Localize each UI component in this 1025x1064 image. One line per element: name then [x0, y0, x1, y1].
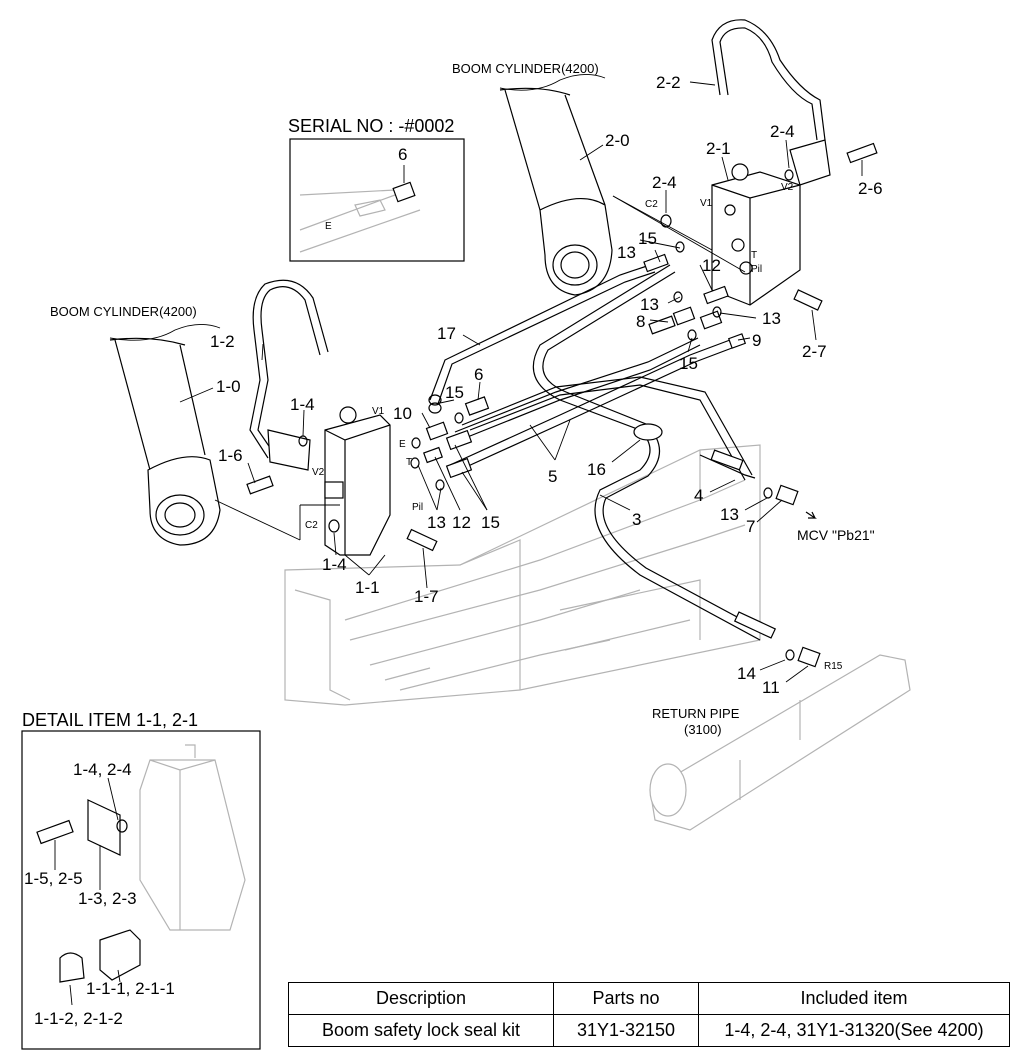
return-pipe-number: (3100) — [684, 722, 722, 737]
callout-6-inset: 6 — [398, 145, 407, 164]
detail-callout-1-4-2-4: 1-4, 2-4 — [73, 760, 132, 779]
valve-block-2-1 — [711, 139, 831, 306]
table-row: Boom safety lock seal kit 31Y1-32150 1-4… — [288, 1014, 1010, 1047]
port-e-left: E — [399, 439, 406, 450]
table-header-row: Description Parts no Included item — [288, 982, 1010, 1015]
port-pil-left: Pil — [412, 502, 423, 513]
callout-1-4-top: 1-4 — [290, 395, 315, 414]
callout-5: 5 — [548, 467, 557, 486]
callout-1-4-bot: 1-4 — [322, 555, 347, 574]
table-header-cell: Description — [288, 982, 554, 1015]
callout-2-1: 2-1 — [706, 139, 731, 158]
detail-item-title: DETAIL ITEM 1-1, 2-1 — [22, 710, 198, 730]
callout-13-e: 13 — [720, 505, 739, 524]
port-c2-right: C2 — [645, 199, 658, 210]
serial-no-title: SERIAL NO : -#0002 — [288, 116, 454, 136]
callout-15-a: 15 — [638, 229, 657, 248]
callout-6: 6 — [474, 365, 483, 384]
fittings-mcv-return — [763, 484, 821, 668]
port-v1-left: V1 — [372, 406, 385, 417]
callout-14: 14 — [737, 664, 756, 683]
boom-cylinder-left — [109, 337, 221, 546]
callout-2-4-mid: 2-4 — [652, 173, 677, 192]
callout-9: 9 — [752, 331, 761, 350]
callout-10: 10 — [393, 404, 412, 423]
table-header-cell: Parts no — [553, 982, 699, 1015]
callout-13-c: 13 — [762, 309, 781, 328]
port-r15: R15 — [824, 661, 843, 672]
port-v1-right: V1 — [700, 198, 713, 209]
table-header-cell: Included item — [698, 982, 1010, 1015]
pipe-1-2 — [249, 279, 329, 459]
port-v2-left: V2 — [312, 467, 325, 478]
hose-17 — [429, 264, 656, 405]
callout-12-b: 12 — [452, 513, 471, 532]
pipe-3 — [532, 264, 766, 641]
clamp-16 — [633, 423, 663, 441]
serial-inset-fitting — [299, 165, 421, 253]
port-e-inset: E — [325, 221, 332, 232]
valve-block-1-1 — [267, 406, 391, 556]
callout-1-2: 1-2 — [210, 332, 235, 351]
callout-16: 16 — [587, 460, 606, 479]
diagram-labels: SERIAL NO : -#0002 DETAIL ITEM 1-1, 2-1 … — [22, 61, 883, 1028]
table-cell: 1-4, 2-4, 31Y1-31320(See 4200) — [698, 1014, 1010, 1047]
table-cell: 31Y1-32150 — [553, 1014, 699, 1047]
leader-lines — [109, 74, 863, 683]
detail-callout-1-1-1: 1-1-1, 2-1-1 — [86, 979, 175, 998]
callout-11: 11 — [762, 678, 780, 697]
boom-cylinder-right — [499, 87, 613, 296]
callout-1-1: 1-1 — [355, 578, 380, 597]
callout-1-6: 1-6 — [218, 446, 243, 465]
port-pil-right: Pil — [751, 264, 762, 275]
mcv-label: MCV "Pb21" — [797, 527, 875, 543]
pipe-2-2 — [711, 19, 826, 151]
fittings-left-cluster — [246, 142, 878, 552]
port-t-left: T — [406, 457, 412, 468]
callout-15-b: 15 — [679, 354, 698, 373]
callout-17: 17 — [437, 324, 456, 343]
callout-2-4-top: 2-4 — [770, 122, 795, 141]
detail-callout-1-3-2-3: 1-3, 2-3 — [78, 889, 137, 908]
callout-2-2: 2-2 — [656, 73, 681, 92]
detail-callout-1-5-2-5: 1-5, 2-5 — [24, 869, 83, 888]
hose-return — [699, 449, 777, 639]
callout-12-a: 12 — [702, 256, 721, 275]
callout-8: 8 — [636, 312, 645, 331]
callout-2-6: 2-6 — [858, 179, 883, 198]
callout-13-a: 13 — [617, 243, 636, 262]
seal-kit-table: Description Parts no Included item Boom … — [288, 982, 1010, 1047]
detail-callout-1-1-2: 1-1-2, 2-1-2 — [34, 1009, 123, 1028]
callout-3: 3 — [632, 510, 641, 529]
boom-cylinder-left-label: BOOM CYLINDER(4200) — [50, 304, 197, 319]
callout-1-0: 1-0 — [216, 377, 241, 396]
callout-15-d: 15 — [481, 513, 500, 532]
boom-cylinder-right-label: BOOM CYLINDER(4200) — [452, 61, 599, 76]
fittings-right-cluster — [643, 169, 823, 349]
table-cell: Boom safety lock seal kit — [288, 1014, 554, 1047]
port-t-right: T — [751, 250, 757, 261]
callout-2-0: 2-0 — [605, 131, 630, 150]
callout-1-7: 1-7 — [414, 587, 439, 606]
callout-4: 4 — [694, 486, 703, 505]
detail-inset-parts — [36, 744, 246, 1006]
serial-inset-box — [289, 138, 465, 262]
port-v2-right: V2 — [781, 182, 794, 193]
callout-2-7: 2-7 — [802, 342, 827, 361]
callout-7: 7 — [746, 517, 755, 536]
callout-13-b: 13 — [640, 295, 659, 314]
detail-inset-box — [21, 730, 261, 1050]
callout-15-c: 15 — [445, 383, 464, 402]
return-pipe-label: RETURN PIPE — [652, 706, 740, 721]
return-pipe-ghost — [649, 654, 911, 831]
callout-13-d: 13 — [427, 513, 446, 532]
hose-4 — [461, 376, 753, 481]
port-c2-left: C2 — [305, 520, 318, 531]
pipe-5 — [449, 337, 733, 473]
